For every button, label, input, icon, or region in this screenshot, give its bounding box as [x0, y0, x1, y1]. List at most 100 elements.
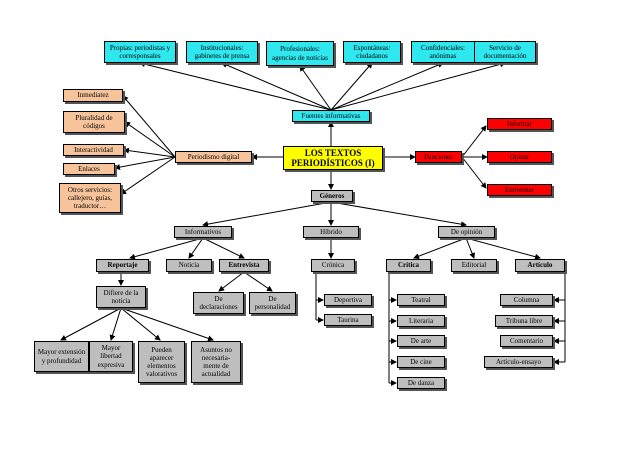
arrow-to-confidenciales	[330, 62, 444, 111]
articulo-columna-label: Columna	[513, 295, 540, 304]
fuentes-label: Fuentes informativas	[301, 111, 361, 120]
arrow-to-espontaneas	[330, 62, 373, 111]
arrow-to-articulo	[465, 237, 541, 260]
noticia-label: Noticia	[178, 261, 200, 270]
opinion-label: De opinión	[450, 227, 483, 236]
funcion-entretener: Entretener	[487, 184, 552, 196]
digital-interactividad: Interactividad	[63, 144, 124, 156]
fuente-institucionales-label: Institucionales: gabinetes de prensa	[194, 43, 250, 60]
arrow-to-entretener	[461, 156, 487, 189]
critica-teatral-label: Teatral	[411, 295, 431, 304]
digital-interactividad-label: Interactividad	[74, 145, 113, 154]
critica-literaria-label: Literaria	[408, 316, 434, 325]
critica-node: Crítica	[386, 259, 431, 272]
opinion-node: De opinión	[438, 226, 495, 238]
editorial-label: Editorial	[461, 261, 487, 270]
informativos-label: Informativos	[184, 227, 222, 236]
articulo-comentario-label: Comentario	[509, 336, 544, 345]
hibrido-node: Híbrido	[303, 226, 359, 238]
fuente-documentacion: Servicio de documentación	[474, 41, 536, 63]
arrow-to-personalidad	[243, 271, 273, 292]
diff-valorativos-label: Pueden aparecer elementos valorativos	[145, 345, 178, 379]
critica-arte: De arte	[397, 335, 445, 347]
entrevista-label: Entrevista	[228, 261, 260, 270]
articulo-columna: Columna	[500, 294, 553, 306]
arrow-to-diff2	[109, 307, 122, 341]
articulo-node: Artículo	[515, 259, 565, 272]
articulo-ensayo: Artículo-ensayo	[484, 356, 553, 368]
cronica-deportiva: Deportiva	[324, 294, 372, 306]
diff-actualidad-label: Asuntos no necesaria-mente de actualidad	[200, 345, 232, 379]
digital-pluralidad: Pluralidad de códigos	[63, 111, 125, 133]
diff-valorativos: Pueden aparecer elementos valorativos	[138, 341, 185, 383]
center-title-line1: LOS TEXTOS	[304, 147, 362, 158]
fuente-institucionales: Institucionales: gabinetes de prensa	[186, 41, 258, 63]
center-title-box: LOS TEXTOS PERIODÍSTICOS (I)	[283, 146, 383, 170]
fuentes-node: Fuentes informativas	[292, 110, 370, 122]
arrow-to-informar	[461, 125, 487, 158]
arrow-to-institucionales	[221, 62, 332, 111]
funcion-opinar-label: Opinar	[509, 152, 530, 161]
arrow-to-interactividad	[123, 147, 176, 158]
arrow-to-diff3	[120, 307, 161, 341]
diff-extension-label: Mayor extensión y profundidad	[37, 348, 86, 365]
funcion-informar-label: Informar	[507, 119, 532, 128]
digital-enlaces-label: Enlaces	[78, 164, 100, 173]
critica-teatral: Teatral	[397, 294, 445, 306]
articulo-comentario: Comentario	[500, 335, 553, 347]
entrevista-declaraciones: De declaraciones	[193, 292, 244, 314]
noticia-node: Noticia	[166, 259, 212, 272]
cronica-taurina-label: Taurina	[337, 315, 359, 324]
arrow-to-declaraciones	[218, 271, 245, 292]
funciones-node: Funciones	[415, 151, 462, 163]
arrow-to-diff1	[60, 307, 122, 341]
fuente-propias: Propias: periodistas y corresponsales	[104, 41, 176, 63]
articulo-tribuna: Tribuna libre	[495, 315, 553, 327]
entrevista-node: Entrevista	[219, 259, 269, 272]
articulo-ensayo-label: Artículo-ensayo	[495, 357, 542, 366]
digital-inmediatez-label: Inmediatez	[77, 91, 109, 100]
reportaje-label: Reportaje	[107, 261, 138, 270]
articulo-tribuna-label: Tribuna libre	[505, 316, 543, 325]
arrow-to-diff4	[120, 307, 214, 342]
center-title-line2: PERIODÍSTICOS (I)	[291, 158, 375, 168]
critica-cine-label: De cine	[410, 357, 432, 366]
cronica-node: Crónica	[311, 259, 355, 272]
funcion-opinar: Opinar	[487, 151, 552, 163]
critica-danza-label: De danza	[407, 378, 435, 387]
funciones-label: Funciones	[424, 152, 453, 161]
arrow-to-informativos	[202, 201, 332, 228]
cronica-deportiva-label: Deportiva	[334, 295, 362, 304]
digital-otros-label: Otros servicios: callejero, guías, tradu…	[67, 185, 113, 211]
entrevista-declaraciones-label: De declaraciones	[199, 294, 238, 311]
editorial-node: Editorial	[451, 259, 497, 272]
entrevista-personalidad-label: De personalidad	[254, 294, 291, 311]
difiere-label: Difiere de la noticia	[103, 288, 139, 305]
fuente-documentacion-label: Servicio de documentación	[483, 43, 527, 60]
fuente-confidenciales-label: Confidenciales: anónimas	[421, 43, 465, 60]
difiere-node: Difiere de la noticia	[96, 286, 146, 308]
arrow-to-reportaje	[129, 237, 204, 260]
arrow-to-propias	[139, 61, 332, 111]
arrow-to-documentacion	[330, 61, 506, 111]
critica-danza: De danza	[397, 377, 445, 389]
cronica-label: Crónica	[321, 261, 345, 270]
critica-literaria: Literaria	[397, 315, 445, 327]
arrow-to-noticia	[188, 237, 204, 259]
arrow-to-otros	[120, 156, 176, 195]
arrow-to-enlaces	[114, 156, 176, 171]
fuente-profesionales-label: Profesionales: agencias de noticias	[272, 45, 328, 62]
funcion-informar: Informar	[487, 118, 552, 130]
arrow-to-editorial	[465, 237, 475, 259]
entrevista-personalidad: De personalidad	[249, 292, 296, 314]
digital-enlaces: Enlaces	[63, 163, 115, 175]
critica-arte-label: De arte	[410, 336, 432, 345]
digital-node: Periodismo digital	[175, 151, 252, 163]
hibrido-label: Híbrido	[320, 227, 342, 236]
fuente-propias-label: Propias: periodistas y corresponsales	[109, 43, 171, 60]
arrow-to-opinion	[330, 201, 467, 228]
generos-label: Géneros	[319, 191, 345, 200]
cronica-taurina: Taurina	[324, 314, 372, 326]
